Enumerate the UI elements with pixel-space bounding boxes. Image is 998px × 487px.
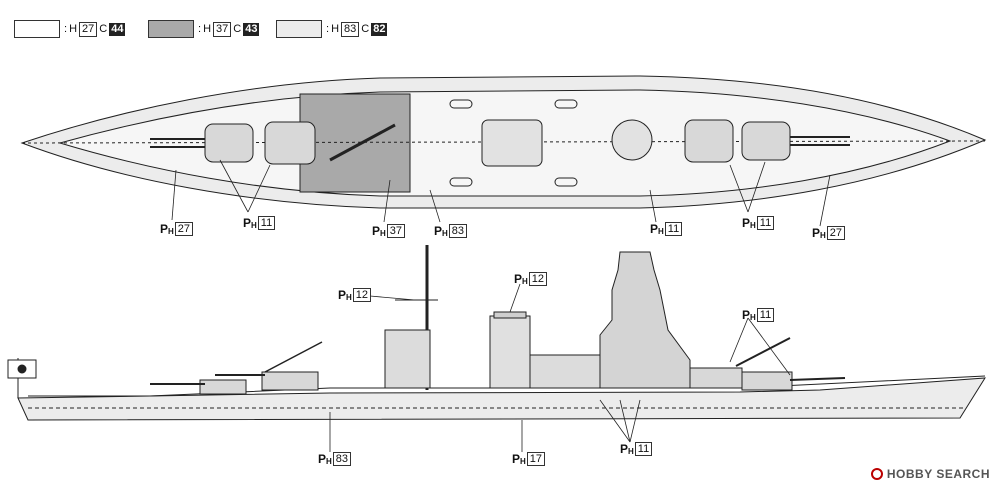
watermark-logo-icon	[870, 468, 883, 480]
legend-code: : H 83 C 82	[326, 21, 388, 37]
crane	[264, 341, 323, 373]
side-hull	[17, 377, 986, 421]
top-funnel	[481, 119, 543, 167]
side-turret	[199, 379, 247, 395]
top-boat	[554, 99, 578, 109]
side-turret	[689, 367, 743, 389]
side-upper-hull	[28, 375, 986, 397]
legend-item-gray: : H 37 C 43	[148, 18, 260, 40]
side-funnel	[489, 315, 531, 389]
side-turret	[261, 371, 319, 391]
top-view	[20, 75, 987, 227]
legend-swatch-white	[14, 20, 60, 38]
legend-swatch-gray	[148, 20, 194, 38]
top-boat	[449, 99, 473, 109]
side-pagoda-mast	[599, 251, 691, 389]
top-bridge	[611, 119, 653, 161]
legend-item-white: : H 27 C 44	[14, 18, 126, 40]
side-superstructure-aft	[384, 329, 431, 389]
top-boom	[329, 123, 396, 162]
top-gun-barrels	[150, 136, 850, 148]
top-boat	[449, 177, 473, 187]
top-boat	[554, 177, 578, 187]
top-dark-deck	[299, 93, 411, 193]
top-leader-lines	[171, 159, 831, 227]
top-turret	[204, 119, 791, 165]
watermark: HOBBY SEARCH	[870, 467, 990, 481]
legend-swatch-light	[276, 20, 322, 38]
side-midship	[529, 354, 601, 389]
side-turret	[741, 371, 793, 391]
legend-item-light: : H 83 C 82	[276, 18, 388, 40]
legend-code: : H 27 C 44	[64, 21, 126, 37]
side-leader-lines	[329, 283, 791, 452]
side-view	[7, 245, 986, 452]
legend-code: : H 37 C 43	[198, 21, 260, 37]
